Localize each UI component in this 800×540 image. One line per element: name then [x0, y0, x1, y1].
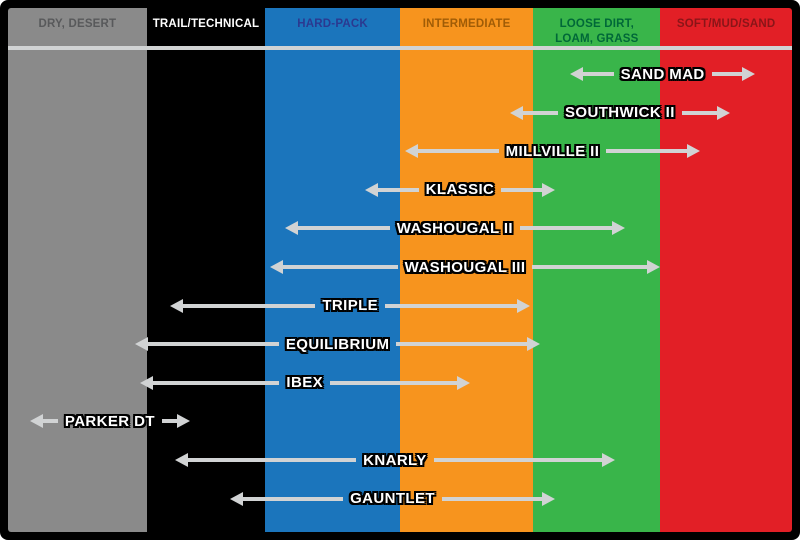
tire-name-label: SOUTHWICK II	[565, 104, 675, 122]
tire-range-arrow: GAUNTLET	[229, 480, 556, 518]
arrowhead-right-icon	[176, 414, 190, 429]
arrow-line-segment	[441, 496, 543, 501]
arrowhead-right-icon	[542, 182, 556, 197]
arrowhead-left-icon	[29, 414, 43, 429]
arrow-line-segment	[385, 303, 518, 308]
arrow-line-segment	[377, 187, 419, 192]
arrow-line-segment	[433, 458, 602, 462]
terrain-header-label: HARD-PACK	[297, 18, 368, 30]
arrowhead-right-icon	[717, 105, 731, 120]
tire-range-arrow: SAND MAD	[570, 55, 756, 93]
terrain-header-label: SOFT/MUD/SAND	[676, 18, 776, 30]
arrowhead-right-icon	[687, 144, 701, 159]
arrow-line-segment	[501, 187, 543, 192]
terrain-column: SOFT/MUD/SAND	[660, 8, 792, 532]
arrow-line-segment	[522, 110, 558, 115]
arrow-line-segment	[519, 226, 613, 231]
arrowhead-right-icon	[527, 337, 541, 352]
tire-range-arrow: EQUILIBRIUM	[135, 325, 541, 363]
arrowhead-left-icon	[404, 144, 418, 159]
arrowhead-right-icon	[612, 221, 626, 236]
arrowhead-left-icon	[509, 105, 523, 120]
arrow-line-segment	[583, 72, 614, 76]
arrowhead-right-icon	[601, 453, 615, 467]
tire-range-arrow: MILLVILLE II	[404, 132, 701, 170]
arrow-line-segment	[152, 380, 280, 385]
arrowhead-right-icon	[647, 260, 661, 274]
arrowhead-left-icon	[229, 491, 243, 506]
arrow-line-segment	[161, 419, 177, 424]
tire-name-label: SAND MAD	[620, 65, 705, 83]
arrowhead-right-icon	[517, 298, 531, 313]
arrow-line-segment	[532, 265, 648, 269]
arrow-line-segment	[183, 303, 316, 308]
terrain-column: TRAIL/TECHNICAL	[146, 8, 266, 532]
tire-range-arrow: TRIPLE	[170, 287, 531, 325]
tire-range-arrow: KLASSIC	[364, 171, 556, 209]
arrowhead-left-icon	[269, 260, 283, 274]
chart-area: DRY, DESERT TRAIL/TECHNICAL HARD-PACK INTER…	[8, 8, 792, 532]
terrain-column: DRY, DESERT	[8, 8, 147, 532]
terrain-header-label: INTERMEDIATE	[422, 18, 511, 30]
arrowhead-left-icon	[364, 182, 378, 197]
tire-name-label: WASHOUGAL III	[404, 258, 526, 276]
arrowhead-left-icon	[135, 337, 148, 352]
tire-name-label: KLASSIC	[425, 181, 495, 199]
terrain-header-label: TRAIL/TECHNICAL	[152, 18, 260, 30]
arrowhead-left-icon	[570, 67, 584, 81]
tire-name-label: PARKER DT	[64, 412, 155, 430]
tire-range-arrow: IBEX	[139, 364, 470, 402]
tire-name-label: KNARLY	[363, 451, 427, 469]
arrow-line-segment	[187, 458, 357, 462]
tire-range-arrow: SOUTHWICK II	[509, 94, 731, 132]
header-divider	[8, 46, 792, 50]
arrow-line-segment	[711, 72, 743, 76]
arrowhead-right-icon	[742, 67, 756, 81]
tire-range-arrow: PARKER DT	[29, 402, 190, 440]
tire-name-label: WASHOUGAL II	[396, 219, 513, 237]
arrow-line-segment	[242, 496, 344, 501]
terrain-column: HARD-PACK	[265, 8, 400, 532]
terrain-header-label: LOOSE DIRT, LOAM, GRASS	[555, 18, 639, 45]
arrowhead-left-icon	[170, 298, 184, 313]
arrowhead-left-icon	[284, 221, 298, 236]
terrain-column: LOOSE DIRT, LOAM, GRASS	[533, 8, 661, 532]
arrowhead-right-icon	[456, 375, 470, 390]
arrowhead-right-icon	[542, 491, 556, 506]
tire-range-arrow: WASHOUGAL II	[284, 209, 626, 247]
arrowhead-left-icon	[139, 375, 153, 390]
arrow-line-segment	[297, 226, 390, 231]
arrow-line-segment	[148, 342, 279, 347]
tire-name-label: GAUNTLET	[350, 490, 435, 508]
arrow-line-segment	[606, 149, 688, 154]
tire-name-label: IBEX	[286, 374, 324, 392]
tire-range-arrow: KNARLY	[174, 441, 615, 479]
terrain-column: INTERMEDIATE	[400, 8, 534, 532]
tire-name-label: MILLVILLE II	[505, 142, 600, 160]
tire-range-arrow: WASHOUGAL III	[269, 248, 661, 286]
arrow-line-segment	[417, 149, 499, 154]
arrow-line-segment	[330, 380, 457, 385]
arrow-line-segment	[681, 110, 718, 115]
tire-name-label: TRIPLE	[322, 297, 379, 315]
terrain-header-label: DRY, DESERT	[38, 18, 117, 30]
arrow-line-segment	[282, 265, 398, 269]
arrowhead-left-icon	[174, 453, 188, 467]
arrow-line-segment	[42, 419, 58, 424]
arrow-line-segment	[396, 342, 528, 347]
tire-name-label: EQUILIBRIUM	[285, 335, 390, 353]
